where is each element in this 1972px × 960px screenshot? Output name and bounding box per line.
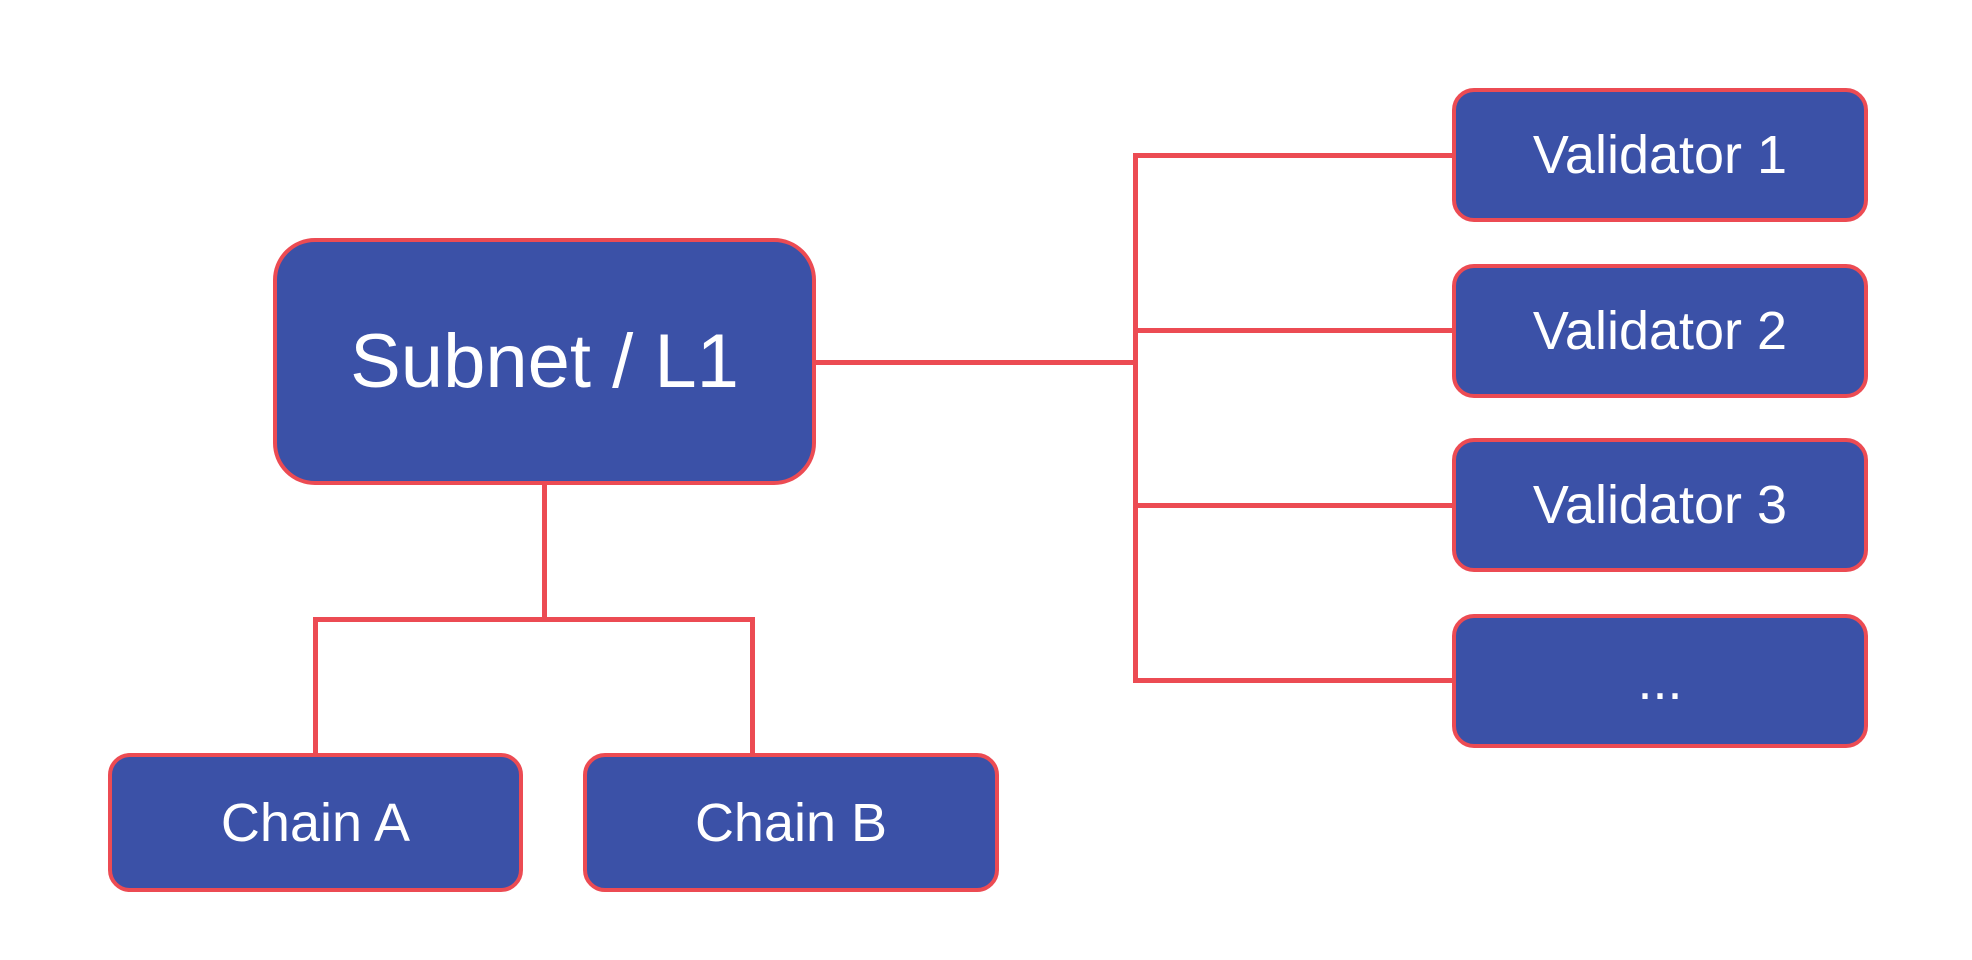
connector-subnet-to-validator-trunk <box>814 360 1136 365</box>
connector-subnet-to-chains <box>542 482 547 622</box>
node-subnet-l1: Subnet / L1 <box>273 238 816 485</box>
connector-chains-bar <box>313 617 755 622</box>
connector-validator-trunk <box>1133 153 1138 683</box>
connector-branch-validator-more <box>1136 678 1456 683</box>
node-chain-b: Chain B <box>583 753 999 892</box>
node-validator-2: Validator 2 <box>1452 264 1868 398</box>
connector-drop-chain-b <box>750 619 755 756</box>
connector-branch-validator-1 <box>1136 153 1456 158</box>
connector-branch-validator-2 <box>1136 328 1456 333</box>
connector-branch-validator-3 <box>1136 503 1456 508</box>
node-chain-a: Chain A <box>108 753 523 892</box>
node-validator-3: Validator 3 <box>1452 438 1868 572</box>
node-validator-2-label: Validator 2 <box>1532 301 1788 361</box>
node-validator-1: Validator 1 <box>1452 88 1868 222</box>
node-validator-3-label: Validator 3 <box>1532 475 1788 535</box>
node-subnet-l1-label: Subnet / L1 <box>350 318 739 404</box>
node-validator-more-label: ... <box>1637 651 1683 711</box>
connector-drop-chain-a <box>313 619 318 756</box>
node-chain-a-label: Chain A <box>220 792 411 853</box>
node-validator-more: ... <box>1452 614 1868 748</box>
node-validator-1-label: Validator 1 <box>1532 125 1788 185</box>
node-chain-b-label: Chain B <box>694 792 888 853</box>
